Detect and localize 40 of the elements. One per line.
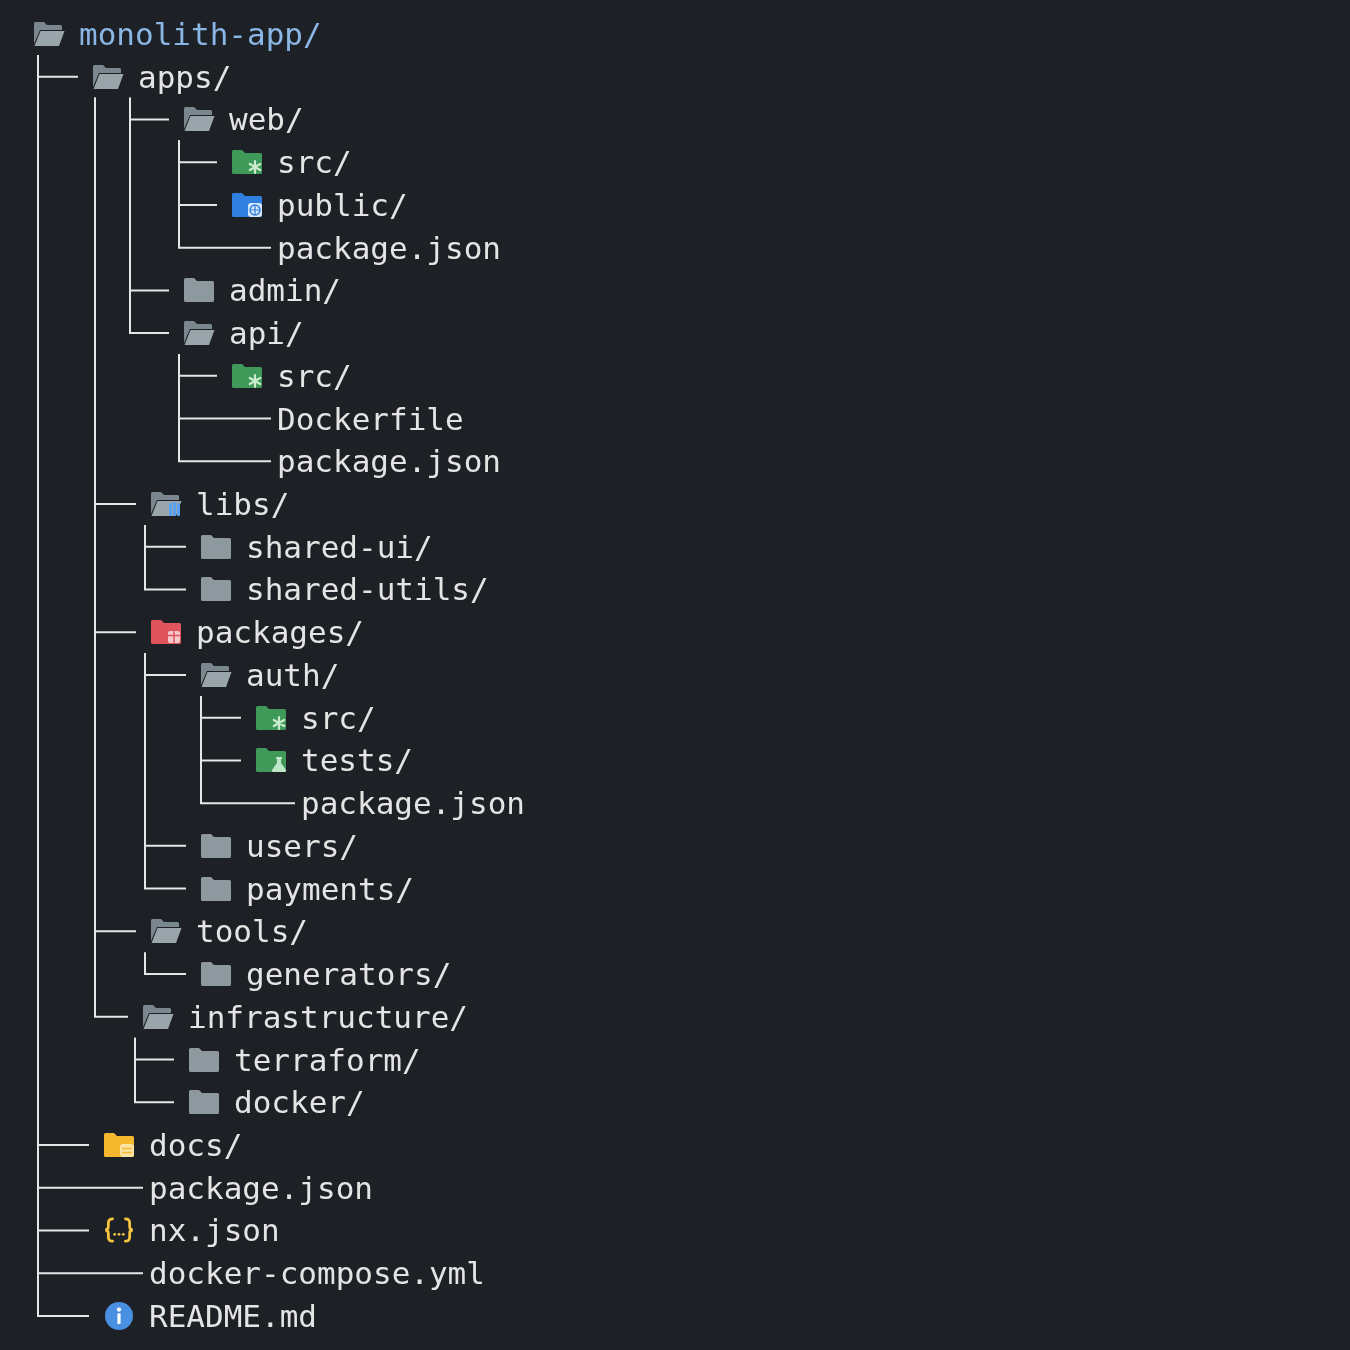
folder-name: auth/ (246, 656, 340, 693)
folder-name: shared-ui/ (246, 528, 433, 565)
file-name: README.md (149, 1297, 317, 1334)
file-name: package.json (301, 785, 525, 822)
tree-connector (129, 96, 170, 335)
file-name: docker-compose.yml (149, 1255, 485, 1292)
folder-name: generators/ (246, 956, 452, 993)
folder-name: apps/ (138, 58, 232, 95)
tree-connector (134, 1036, 175, 1104)
folder-name: admin/ (229, 272, 341, 309)
folder-name: docs/ (149, 1126, 243, 1163)
folder-name: users/ (246, 827, 358, 864)
file-name: package.json (277, 229, 501, 266)
folder-name: infrastructure/ (188, 998, 468, 1035)
folder-name: tools/ (196, 913, 308, 950)
tree-connector (144, 652, 187, 890)
file-name: Dockerfile (277, 400, 464, 437)
folder-name: shared-utils/ (246, 571, 489, 608)
folder-name: docker/ (234, 1084, 365, 1121)
folder-name: tests/ (301, 742, 413, 779)
folder-name: src/ (277, 357, 352, 394)
folder-name: src/ (301, 699, 376, 736)
folder-name: libs/ (196, 486, 290, 522)
folder-name: payments/ (246, 870, 414, 907)
file-name: package.json (277, 443, 501, 480)
folder-name: public/ (277, 186, 408, 223)
folder-name: api/ (229, 315, 304, 352)
tree-connector (178, 139, 272, 249)
tree-connector (144, 951, 187, 976)
file-name: nx.json (149, 1212, 280, 1249)
folder-name: web/ (229, 101, 304, 138)
tree-connector (178, 353, 272, 463)
folder-name: terraform/ (234, 1041, 421, 1078)
tree-connector (144, 524, 187, 591)
folder-name: monolith-app/ (79, 16, 322, 52)
file-name: package.json (149, 1169, 373, 1206)
folder-name: src/ (277, 144, 352, 181)
folder-name: packages/ (196, 614, 364, 651)
tree-connector (200, 694, 296, 805)
tree-connector (94, 96, 129, 1018)
